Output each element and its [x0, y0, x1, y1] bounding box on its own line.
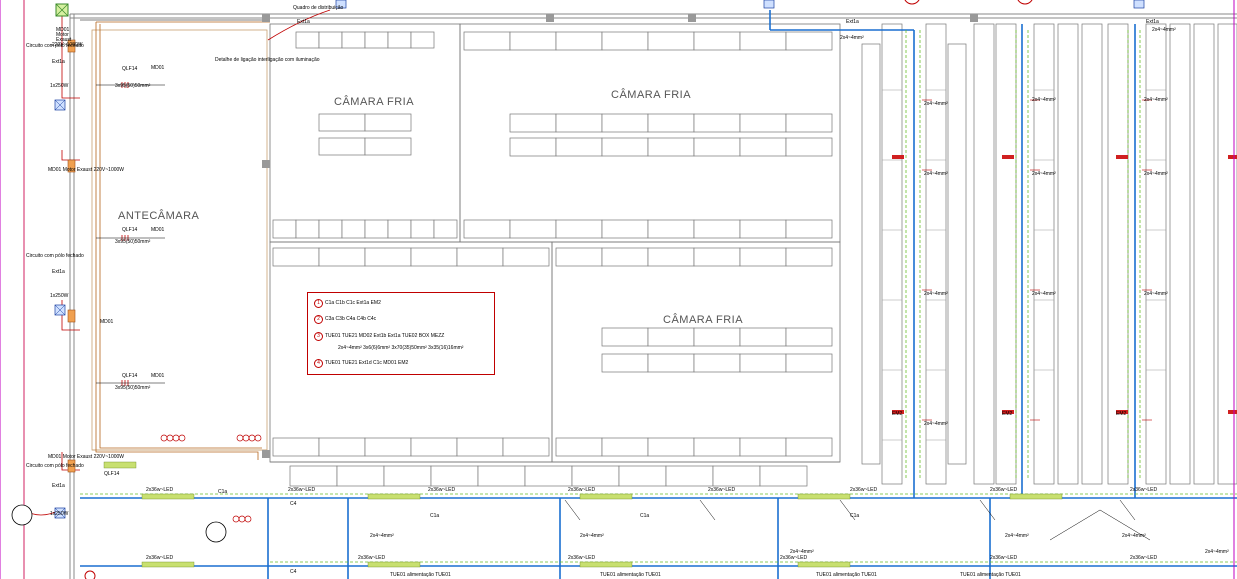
feed-label-bottom-1: 2x4~4mm² [370, 533, 394, 539]
feed-label-bottom-5: 2x4~4mm² [1122, 533, 1146, 539]
qlf-label-4: QLF14 [104, 471, 120, 477]
led-label-2: 2x36w~LED [288, 487, 316, 493]
em-label-3: EM2 [1116, 411, 1127, 417]
led-label-14: 2x36w~LED [1130, 555, 1158, 561]
note-closed-pole-1: Circuito com pólo fechado [26, 43, 84, 49]
feed-label-top-1: 2x4~4mm² [840, 35, 864, 41]
qlf-label-2: QLF14 [122, 227, 138, 233]
legend-number-3: 3 [314, 332, 323, 341]
md-label-3: MD01 [151, 373, 165, 379]
motor-label-1-line3: Exaust [56, 37, 72, 43]
feed-label-rack-6: 2x4~4mm² [1032, 171, 1056, 177]
legend-number-2: 2 [314, 315, 323, 324]
camara-fria-label-3: CÂMARA FRIA [663, 314, 744, 326]
em-label-1: EM2 [892, 411, 903, 417]
legend-row-4: TUE01 TUE21 Ext1d C1c MD01 EM2 [325, 360, 409, 366]
feed-label-rack-7: 2x4~4mm² [1032, 291, 1056, 297]
cable-label-3: 3x95(50)50mm² [115, 385, 151, 391]
qlf-label-1: QLF14 [122, 66, 138, 72]
md-label-1: MD01 [151, 65, 165, 71]
md-label-4: MD01 [100, 319, 114, 325]
camara-fria-label-2: CÂMARA FRIA [611, 89, 692, 101]
note-closed-pole-2: Circuito com pólo fechado [26, 253, 84, 259]
legend-row-2: C3a C3b C4a C4b C4c [325, 316, 377, 322]
feed-label-rack-5: 2x4~4mm² [1032, 97, 1056, 103]
led-label-9: 2x36w~LED [146, 555, 174, 561]
led-label-10: 2x36w~LED [358, 555, 386, 561]
ext-label-left-1: Ext1a [52, 59, 65, 65]
tue-feed-label-2: TUE01 alimentação TUE01 [600, 572, 661, 578]
ext-label-top-2: Ext1a [846, 19, 859, 25]
c4-label-1: C4 [290, 501, 297, 507]
c1-label-4: C1a [850, 513, 860, 519]
c4-label-2: C4 [290, 569, 297, 575]
ext-label-left-3: Ext1a [52, 483, 65, 489]
tue-feed-label-1: TUE01 alimentação TUE01 [390, 572, 451, 578]
legend-row-1: C1a C1b C1c Ext1a EM2 [325, 300, 381, 306]
legend-row-3b: 2x4~4mm² 3x6(6)6mm² 3x70(35)50mm² 3x35(1… [338, 345, 464, 351]
feed-label-bottom-6: 2x4~4mm² [1205, 549, 1229, 555]
motor-label-1-line2: Motor [56, 32, 69, 38]
md-label-2: MD01 [151, 227, 165, 233]
led-label-13: 2x36w~LED [990, 555, 1018, 561]
tue-feed-label-4: TUE01 alimentação TUE01 [960, 572, 1021, 578]
feed-label-rack-1: 2x4~4mm² [924, 101, 948, 107]
feed-label-rack-4: 2x4~4mm² [924, 421, 948, 427]
legend-row-3: TUE01 TUE21 MD02 Ext1b Ext1a TUE02 BOX M… [325, 333, 445, 339]
cable-label-1: 3x95(50)50mm² [115, 83, 151, 89]
feed-label-rack-8: 2x4~4mm² [1144, 97, 1168, 103]
c1-label-3: C1a [640, 513, 650, 519]
camara-fria-label-1: CÂMARA FRIA [334, 96, 415, 108]
note-connection-detail: Detalhe de ligação interligação com ilum… [215, 57, 320, 63]
ext-label-left-2: Ext1a [52, 269, 65, 275]
motor-label-1: MD01 [56, 27, 70, 33]
legend-number-1: 1 [314, 299, 323, 308]
led-label-12: 2x36w~LED [780, 555, 808, 561]
note-closed-pole-3: Circuito com pólo fechado [26, 463, 84, 469]
cable-label-2: 3x95(50)50mm² [115, 239, 151, 245]
qlf-label-3: QLF14 [122, 373, 138, 379]
feed-label-bottom-4: 2x4~4mm² [1005, 533, 1029, 539]
switch-label-1: 1x250W [50, 83, 69, 89]
led-label-3: 2x36w~LED [428, 487, 456, 493]
led-label-7: 2x36w~LED [990, 487, 1018, 493]
feed-label-rack-10: 2x4~4mm² [1144, 291, 1168, 297]
ext-label-top-1: Ext1a [297, 19, 310, 25]
feed-label-rack-3: 2x4~4mm² [924, 291, 948, 297]
led-label-11: 2x36w~LED [568, 555, 596, 561]
motor-label-2: MD01 Motor Exaust 220V~1000W [48, 167, 125, 173]
legend-number-4: 4 [314, 359, 323, 368]
em-label-2: EM2 [1002, 411, 1013, 417]
led-label-4: 2x36w~LED [568, 487, 596, 493]
feed-label-top-2: 2x4~4mm² [1152, 27, 1176, 33]
ext-label-top-3: Ext1a [1146, 19, 1159, 25]
feed-label-bottom-2: 2x4~4mm² [580, 533, 604, 539]
led-label-8: 2x36w~LED [1130, 487, 1158, 493]
motor-label-1-line4: 220V~1000W [52, 42, 83, 48]
motor-label-3: MD01 Motor Exaust 220V~1000W [48, 454, 125, 460]
c1-label-2: C1a [430, 513, 440, 519]
antecamara-label: ANTECÂMARA [118, 210, 200, 222]
feed-label-rack-9: 2x4~4mm² [1144, 171, 1168, 177]
switch-label-3: 1x250W [50, 511, 69, 517]
note-distribution: Quadro de distribuição [293, 5, 344, 11]
led-label-6: 2x36w~LED [850, 487, 878, 493]
feed-label-bottom-3: 2x4~4mm² [790, 549, 814, 555]
led-label-1: 2x36w~LED [146, 487, 174, 493]
switch-label-2: 1x250W [50, 293, 69, 299]
tue-feed-label-3: TUE01 alimentação TUE01 [816, 572, 877, 578]
led-label-5: 2x36w~LED [708, 487, 736, 493]
c1-label-1: C1a [218, 489, 228, 495]
feed-label-rack-2: 2x4~4mm² [924, 171, 948, 177]
